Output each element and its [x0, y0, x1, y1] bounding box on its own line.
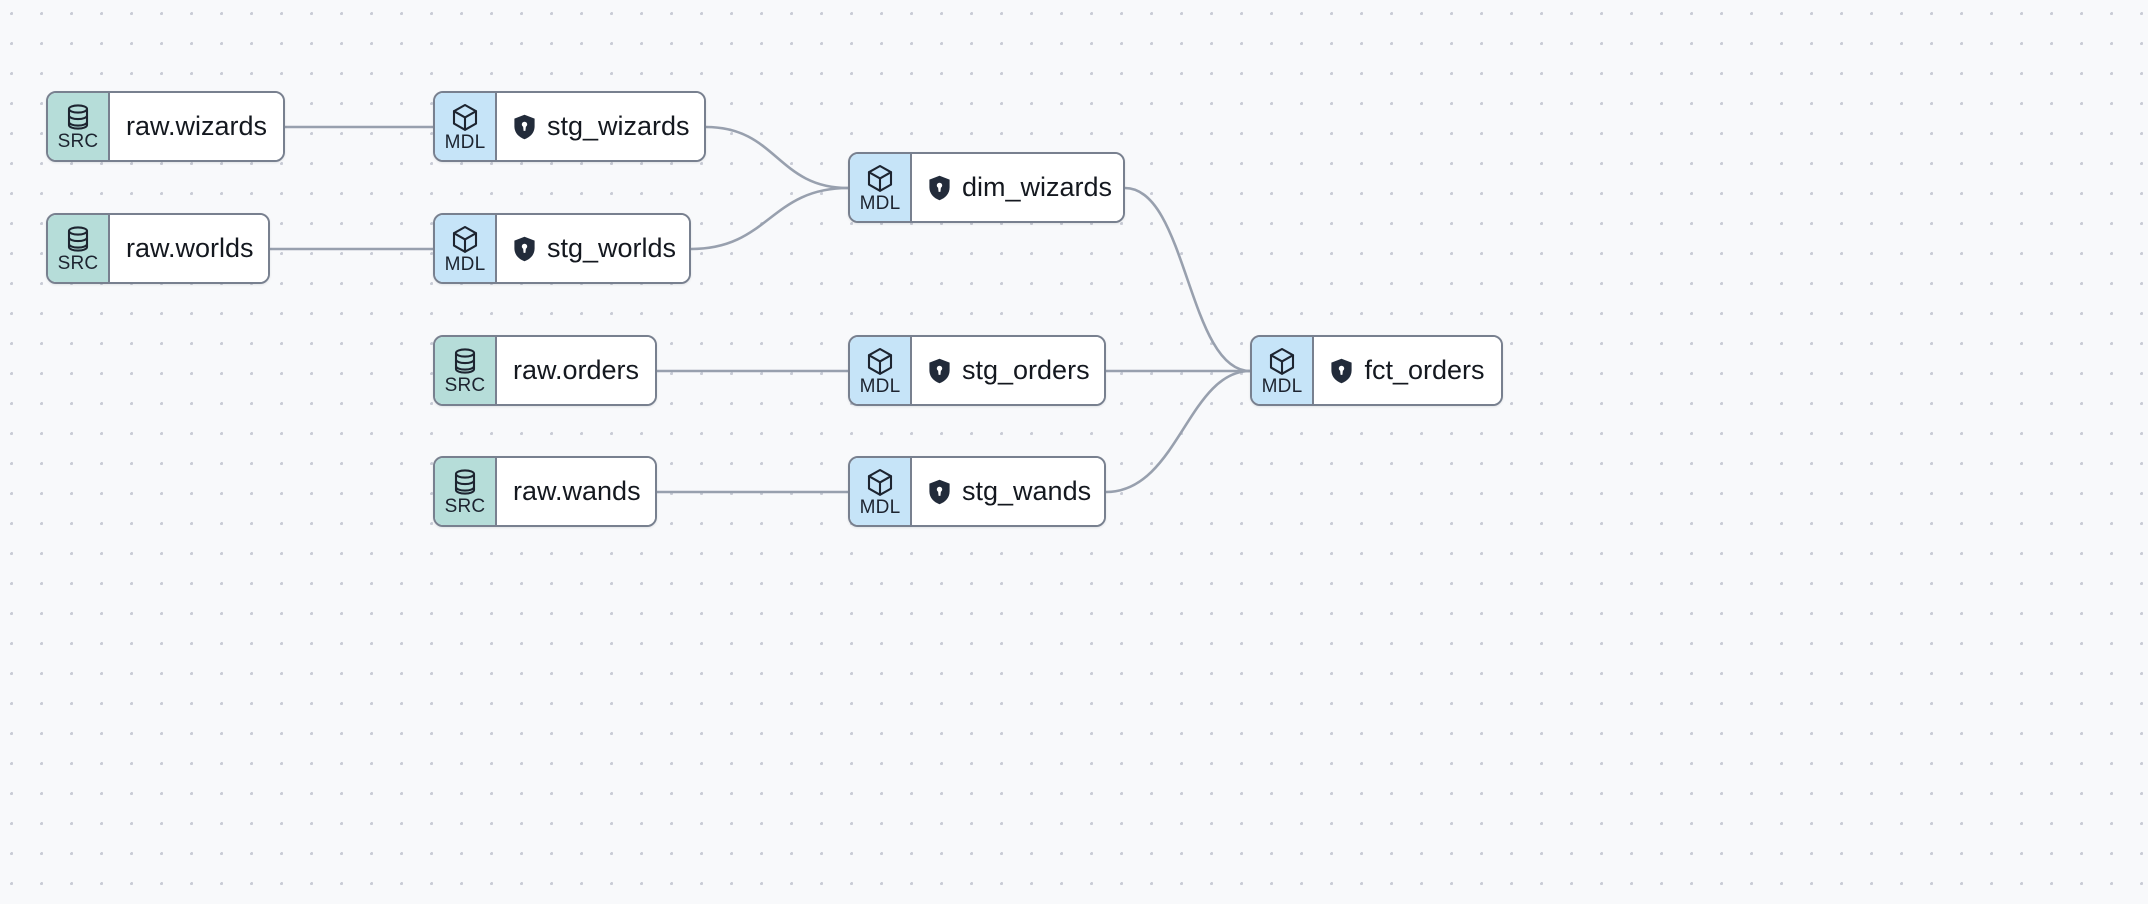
node-badge-src: SRC [48, 215, 110, 282]
node-fct_orders[interactable]: MDL fct_orders [1250, 335, 1503, 406]
node-badge-mdl: MDL [850, 154, 912, 221]
node-label: stg_wizards [547, 111, 690, 141]
cube-icon [866, 164, 894, 193]
node-label: fct_orders [1364, 355, 1485, 385]
node-label: dim_wizards [962, 172, 1113, 202]
cube-icon [1268, 347, 1296, 376]
node-badge-label: SRC [57, 131, 99, 152]
cube-icon [866, 347, 894, 376]
node-body: dim_wizards [912, 154, 1123, 221]
node-stg_worlds[interactable]: MDL stg_worlds [433, 213, 691, 284]
node-body: raw.orders [497, 337, 655, 404]
database-icon [65, 225, 91, 253]
node-body: fct_orders [1314, 337, 1501, 404]
shield-lock-icon [928, 358, 951, 384]
node-badge-src: SRC [435, 458, 497, 525]
database-icon [452, 468, 478, 496]
node-badge-label: SRC [444, 375, 486, 396]
node-label: stg_orders [962, 355, 1090, 385]
shield-lock-icon [928, 479, 951, 505]
database-icon [65, 103, 91, 131]
node-label: raw.wands [513, 476, 641, 506]
node-badge-mdl: MDL [850, 337, 912, 404]
node-badge-mdl: MDL [435, 215, 497, 282]
shield-lock-icon [928, 175, 951, 201]
node-body: stg_wands [912, 458, 1104, 525]
cube-icon [451, 103, 479, 132]
node-badge-src: SRC [48, 93, 110, 160]
node-stg_wizards[interactable]: MDL stg_wizards [433, 91, 706, 162]
node-badge-label: MDL [859, 375, 901, 397]
node-label: raw.wizards [126, 111, 268, 141]
node-raw_worlds[interactable]: SRC raw.worlds [46, 213, 270, 284]
node-badge-mdl: MDL [435, 93, 497, 160]
node-badge-label: MDL [859, 496, 901, 518]
edge-stg_worlds-to-dim_wizards [689, 186, 850, 251]
node-badge-label: SRC [444, 496, 486, 517]
node-body: stg_orders [912, 337, 1104, 404]
node-body: raw.worlds [110, 215, 268, 282]
shield-lock-icon [513, 114, 536, 140]
edge-dim_wizards-to-fct_orders [1123, 186, 1252, 373]
node-label: raw.orders [513, 355, 640, 385]
node-label: stg_wands [962, 476, 1092, 506]
node-body: stg_wizards [497, 93, 704, 160]
node-body: raw.wands [497, 458, 655, 525]
node-badge-label: MDL [444, 253, 486, 275]
node-badge-label: SRC [57, 253, 99, 274]
node-body: raw.wizards [110, 93, 283, 160]
node-raw_wands[interactable]: SRC raw.wands [433, 456, 657, 527]
cube-icon [866, 468, 894, 497]
node-badge-src: SRC [435, 337, 497, 404]
node-badge-mdl: MDL [850, 458, 912, 525]
node-badge-label: MDL [444, 131, 486, 153]
node-label: raw.worlds [126, 233, 254, 263]
node-label: stg_worlds [547, 233, 677, 263]
node-raw_wizards[interactable]: SRC raw.wizards [46, 91, 285, 162]
database-icon [452, 347, 478, 375]
edge-stg_wizards-to-dim_wizards [704, 125, 850, 190]
shield-lock-icon [1330, 358, 1353, 384]
node-body: stg_worlds [497, 215, 689, 282]
node-stg_wands[interactable]: MDL stg_wands [848, 456, 1106, 527]
node-dim_wizards[interactable]: MDL dim_wizards [848, 152, 1125, 223]
edge-stg_wands-to-fct_orders [1104, 369, 1252, 494]
node-badge-label: MDL [1261, 375, 1303, 397]
node-badge-label: MDL [859, 192, 901, 214]
shield-lock-icon [513, 236, 536, 262]
node-stg_orders[interactable]: MDL stg_orders [848, 335, 1106, 406]
node-badge-mdl: MDL [1252, 337, 1314, 404]
node-raw_orders[interactable]: SRC raw.orders [433, 335, 657, 406]
cube-icon [451, 225, 479, 254]
